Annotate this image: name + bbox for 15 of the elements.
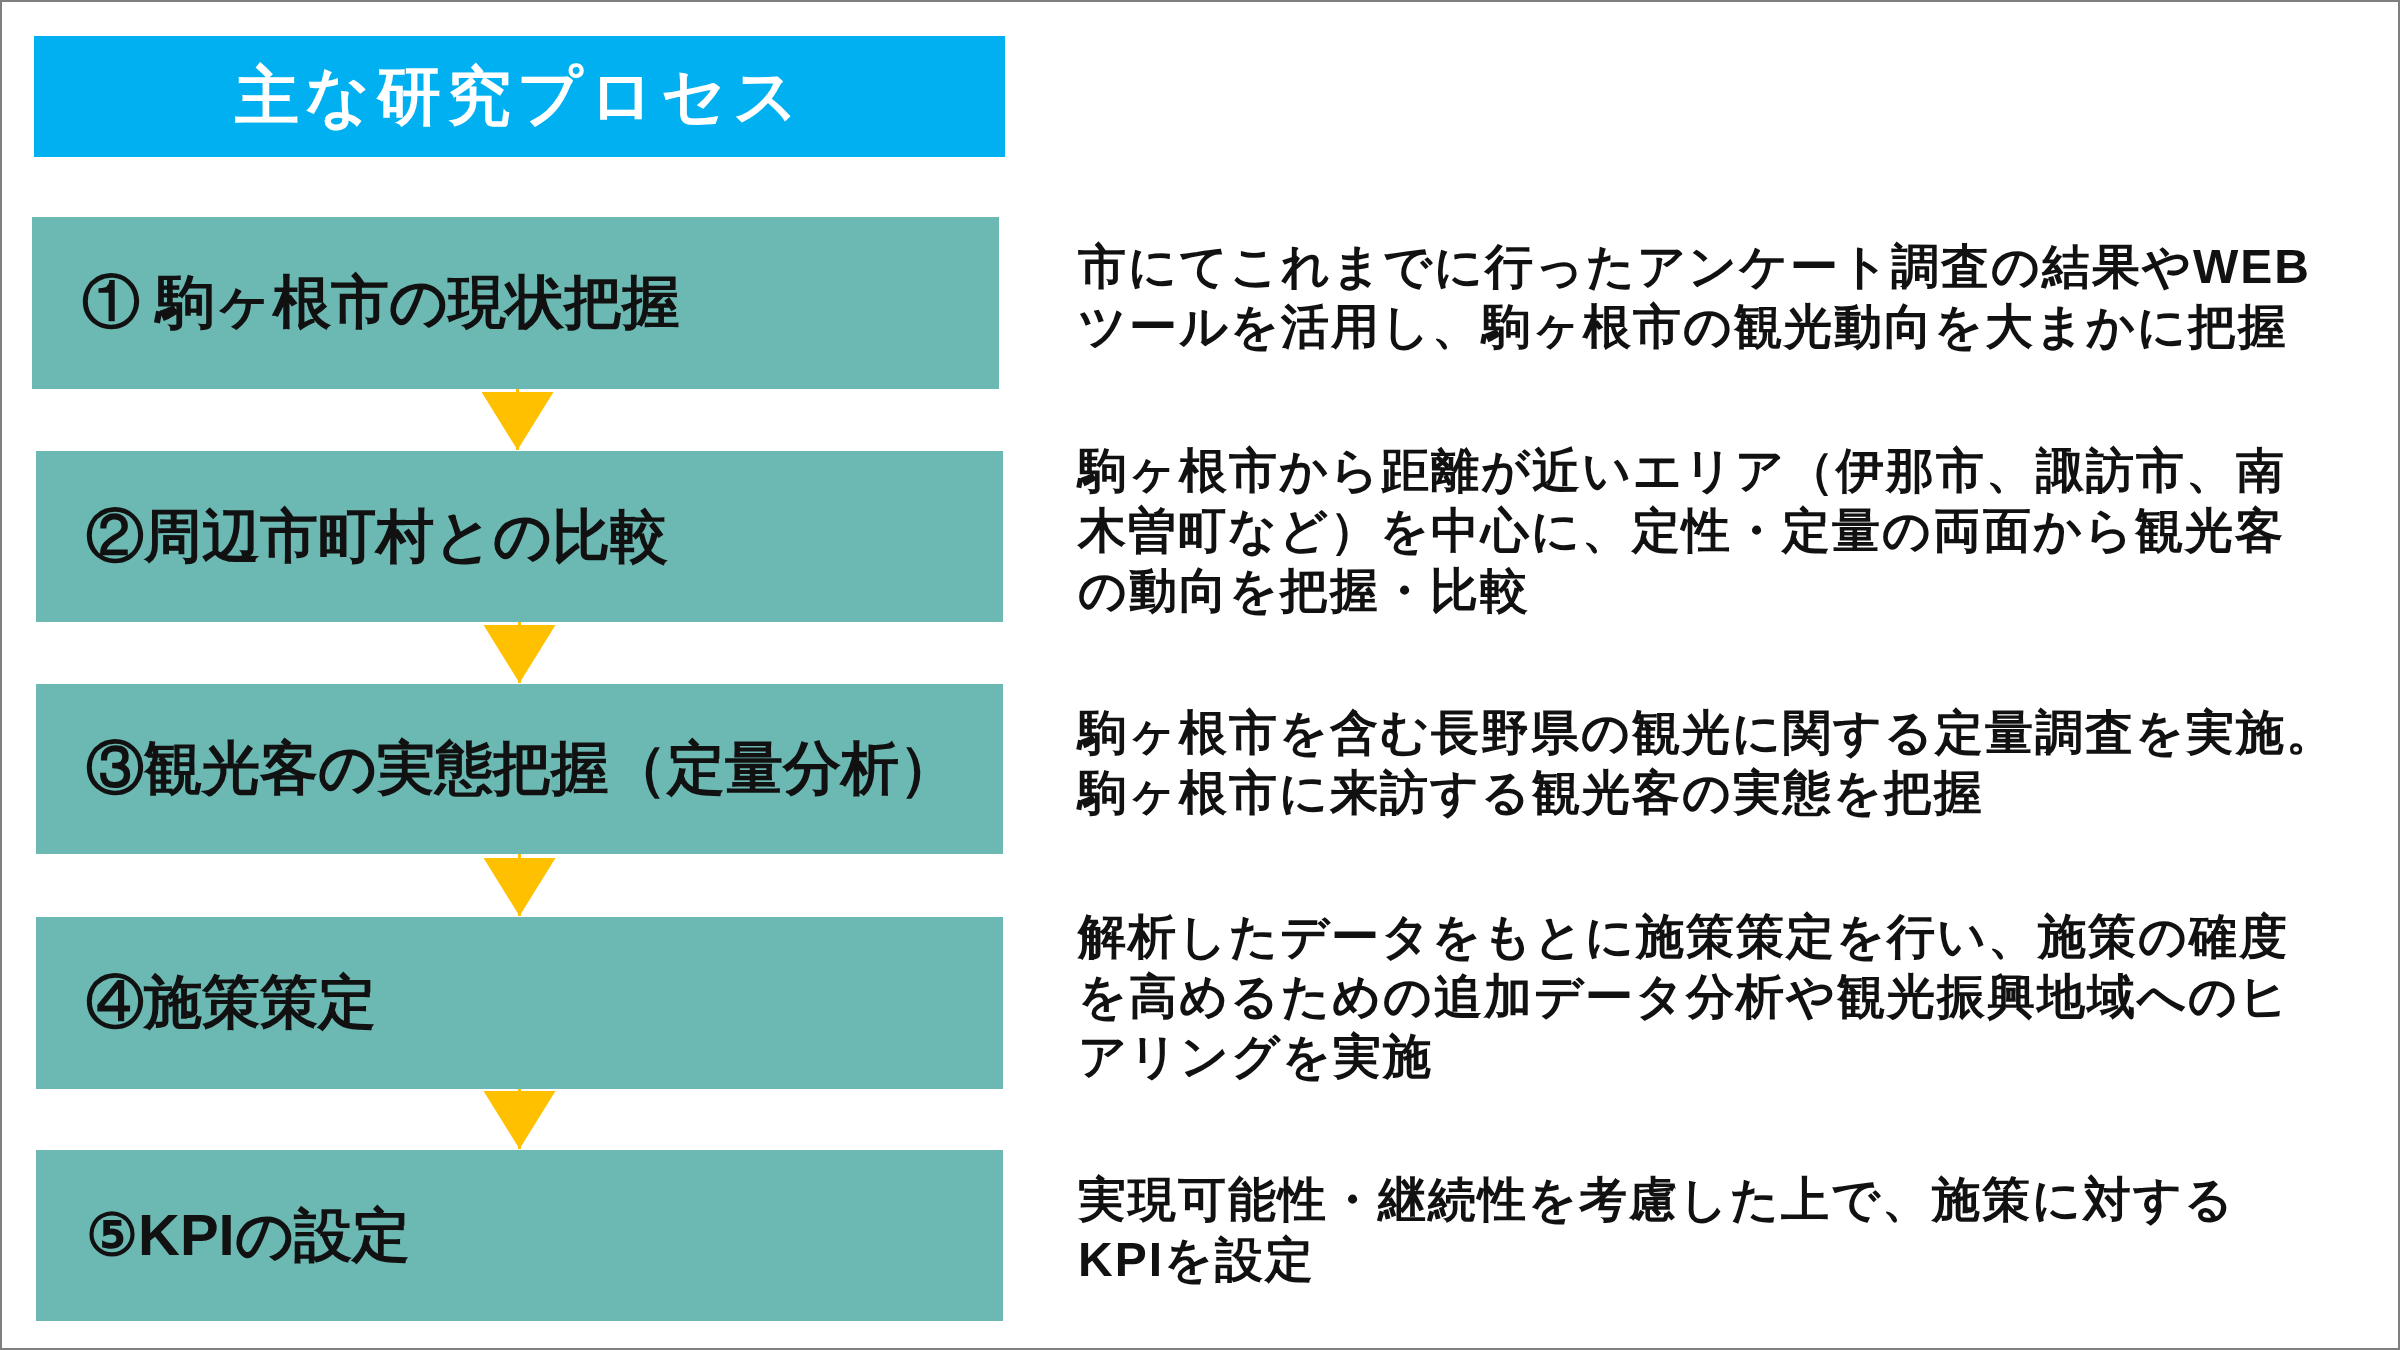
arrow [481,389,554,450]
arrow [483,854,556,916]
step-box: ②周辺市町村との比較 [36,451,1003,622]
step-box: ③観光客の実態把握（定量分析） [36,684,1003,854]
step-description: 実現可能性・継続性を考慮した上で、施策に対するKPIを設定 [1078,1171,2236,1288]
step-box: ④施策策定 [36,917,1003,1089]
step-description: 駒ヶ根市を含む長野県の観光に関する定量調査を実施。駒ヶ根市に来訪する観光客の実態を把握 [1078,705,2337,821]
arrow [483,622,556,683]
step-description: 解析したデータをもとに施策策定を行い、施策の確度を高めるための追加データ分析や観光振興地域へのヒアリングを実施 [1078,909,2291,1085]
step-description: 市にてこれまでに行ったアンケート調査の結果やWEBツールを活用し、駒ヶ根市の観光動向を大まかに把握 [1078,239,2312,355]
step-box: ① 駒ヶ根市の現状把握 [32,217,999,389]
arrow [483,1089,556,1149]
step-box: ⑤KPIの設定 [36,1150,1003,1321]
title-bar: 主な研究プロセス [34,36,1005,157]
step-description: 駒ヶ根市から距離が近いエリア（伊那市、諏訪市、南木曽町など）を中心に、定性・定量の両面から観光客の動向を把握・比較 [1078,442,2287,619]
